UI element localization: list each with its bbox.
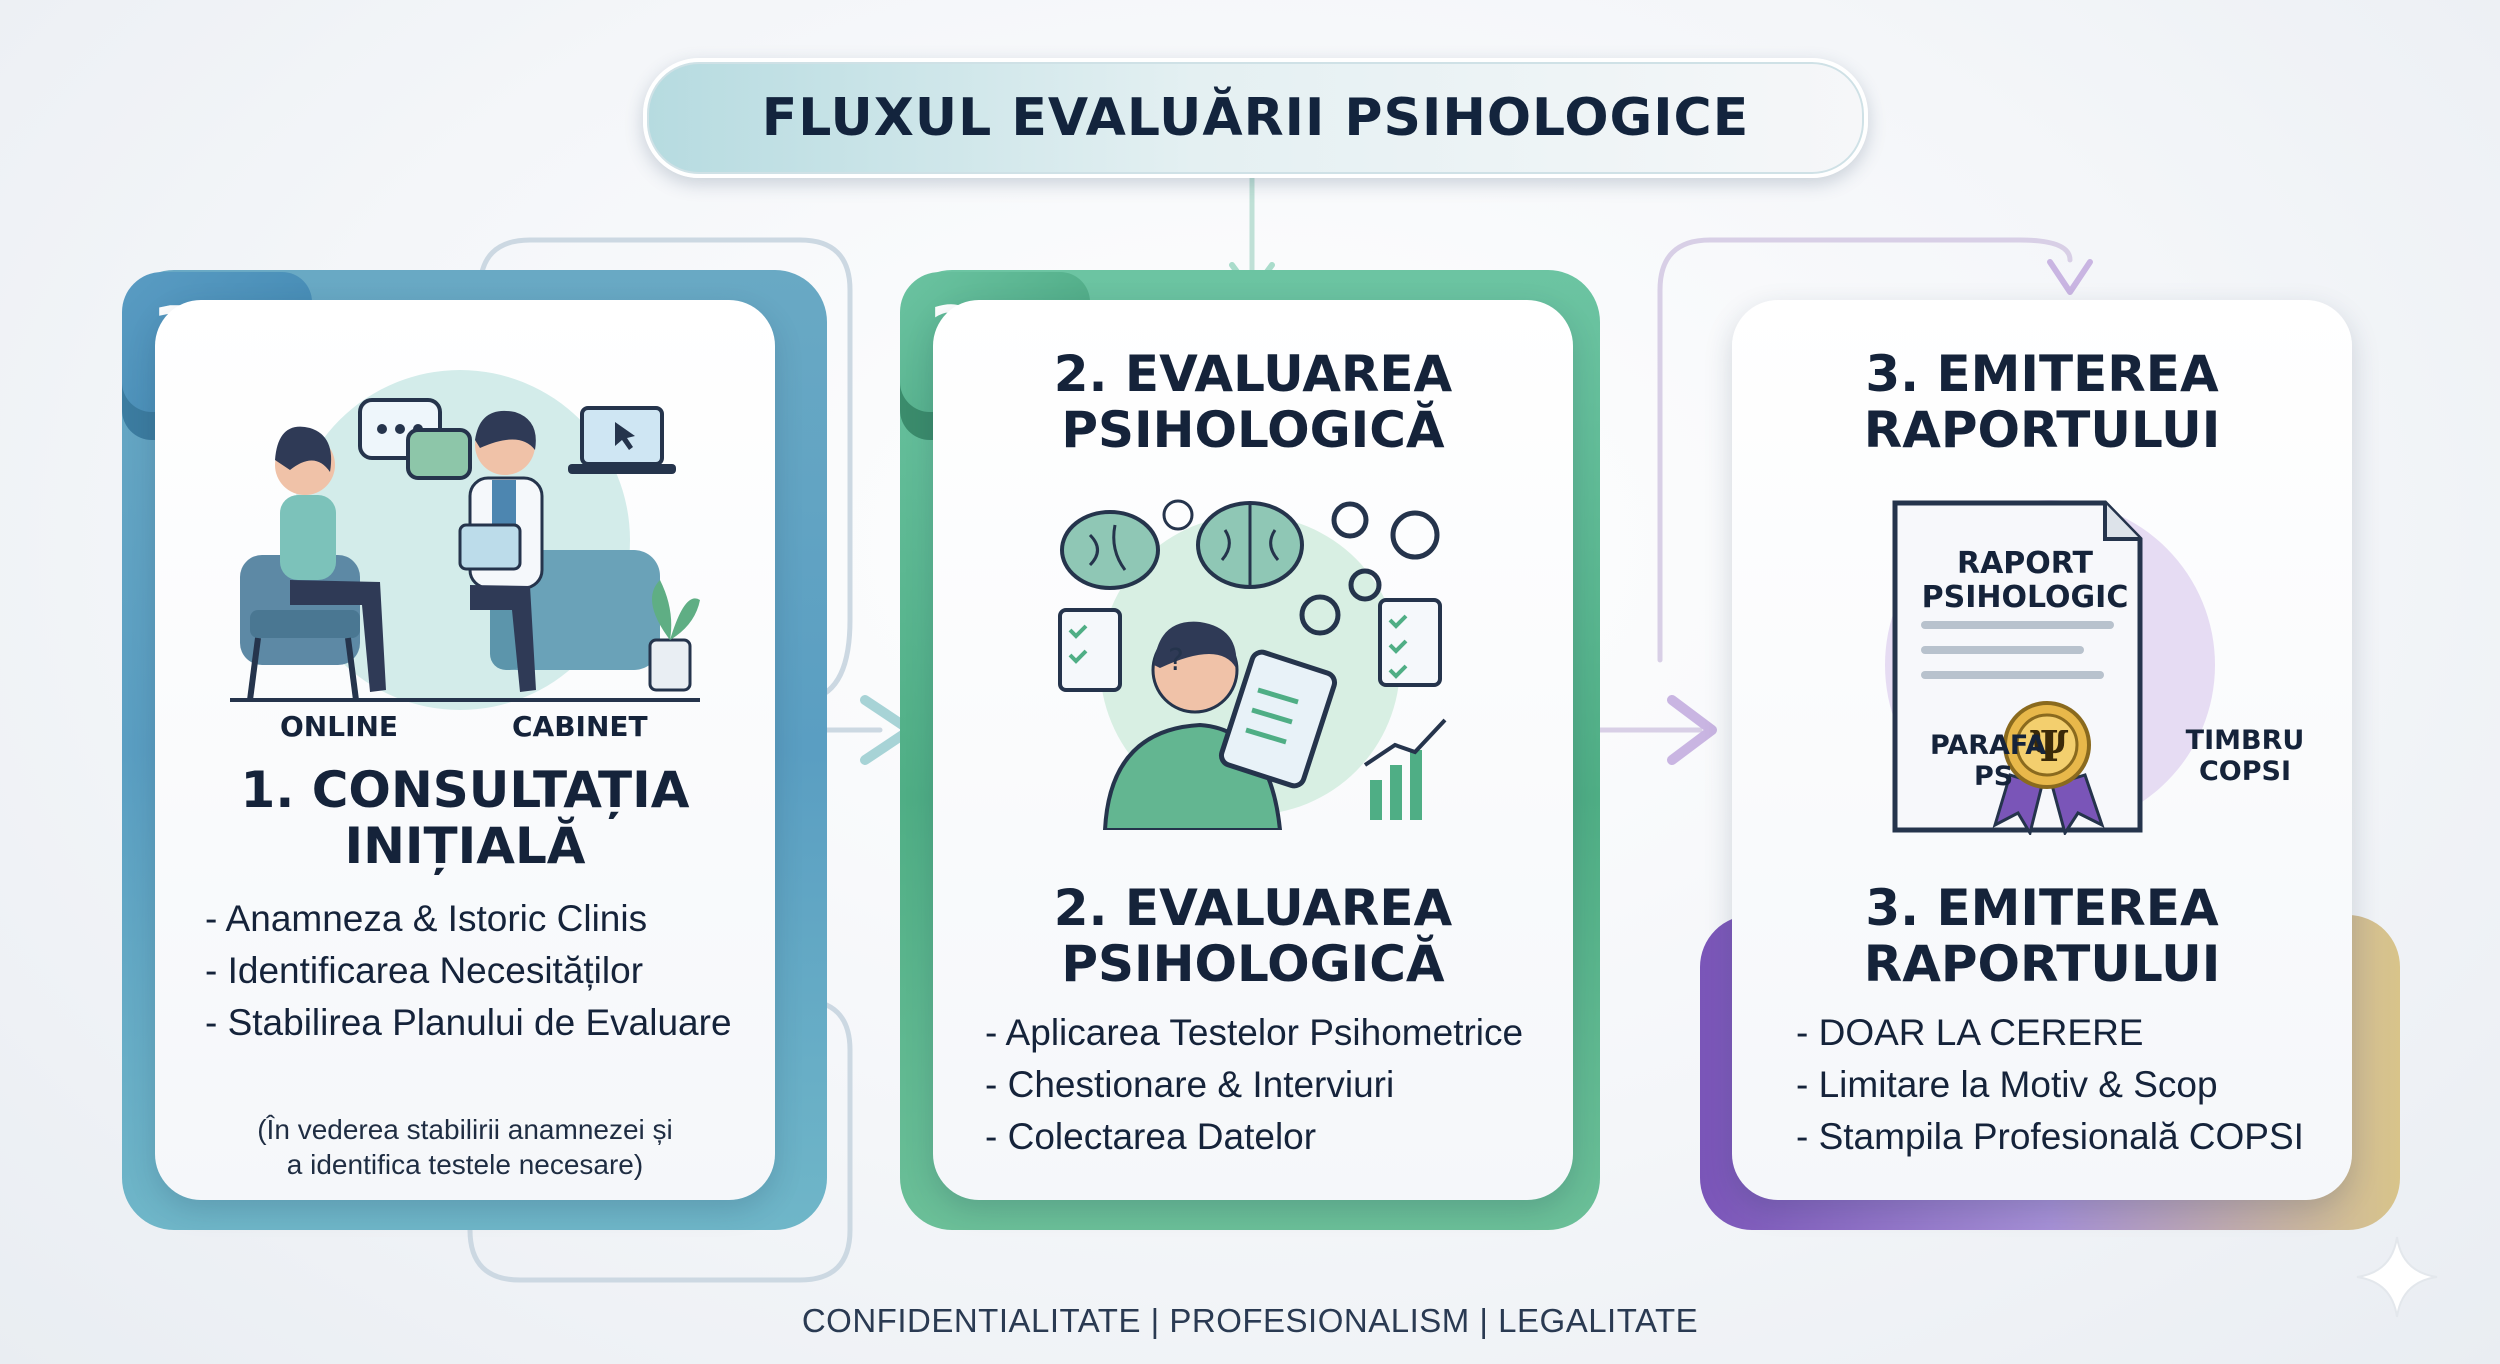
step1-note: (În vederea stabilirii anamnezei și a id… [155, 1112, 775, 1182]
report-title-line1: RAPORT [1956, 546, 2094, 581]
brain-icon [1060, 501, 1304, 590]
step1-heading-line1: 1. CONSULTAȚIA [240, 761, 690, 819]
arrow-top-into-step3 [2047, 259, 2093, 295]
step3-heading-line1: 3. EMITEREA [1865, 879, 2219, 937]
stamp-timbru-line2: COPSI [2198, 756, 2292, 788]
step1-bullet-list: - Anamneza & Istoric Clinis - Identifica… [205, 898, 732, 1054]
psychologist-figure [458, 410, 660, 692]
step3-top-heading-line1: 3. EMITEREA [1865, 345, 2219, 403]
step3-bullet-list: - DOAR LA CERERE - Limitare la Motiv & S… [1796, 1012, 2304, 1168]
person-with-tablet [1102, 621, 1338, 830]
stamp-parafa-line2: PS [1974, 761, 2014, 793]
stamp-timbru-line1: TIMBRU [2185, 725, 2305, 756]
plant-icon [648, 580, 700, 692]
step1-heading: 1. CONSULTAȚIA INIȚIALĂ [155, 762, 775, 874]
report-title-line2: PSIHOLOGIC [1921, 579, 2129, 615]
stamp-timbru-label: TIMBRU COPSI [2180, 725, 2310, 787]
step3-report-illustration [1885, 500, 2215, 835]
stamp-parafa-label: PARAFA PS [1930, 730, 2050, 792]
step1-note-line2: a identifica testele necesare) [286, 1149, 644, 1180]
sparkle-icon [2356, 1236, 2438, 1318]
list-item: - DOAR LA CERERE [1796, 1012, 2144, 1053]
list-item: - Chestionare & Interviuri [985, 1064, 1395, 1105]
svg-text:?: ? [1168, 643, 1184, 678]
step3-top-heading: 3. EMITEREA RAPORTULUI [1732, 346, 2352, 458]
list-item: - Anamneza & Istoric Clinis [205, 898, 648, 939]
list-item: - Stampila Profesională COPSI [1796, 1116, 2304, 1157]
checklist-icon [1058, 598, 1442, 692]
report-document-title: RAPORT PSIHOLOGIC [1895, 547, 2155, 614]
diagram-title: FLUXUL EVALUĂRII PSIHOLOGICE [643, 58, 1868, 178]
step1-consultation-illustration [230, 370, 700, 710]
bar-chart-icon [1363, 718, 1447, 820]
list-item: - Identificarea Necesităților [205, 950, 644, 991]
connector-loop-step1 [477, 237, 853, 703]
step3-top-heading-line2: RAPORTULUI [1863, 401, 2221, 459]
step2-top-heading: 2. EVALUAREA PSIHOLOGICĂ [933, 346, 1573, 458]
step3-heading-line2: RAPORTULUI [1863, 935, 2221, 993]
stamp-parafa-line1: PARAFA [1930, 730, 2047, 761]
step2-bullet-list: - Aplicarea Testelor Psihometrice - Ches… [985, 1012, 1523, 1168]
list-item: - Limitare la Motiv & Scop [1796, 1064, 2218, 1105]
seal-ribbon-icon [1992, 701, 2105, 835]
step1-heading-line2: INIȚIALĂ [344, 817, 586, 875]
chat-bubble-icon [358, 398, 472, 480]
laptop-icon [568, 406, 676, 474]
step2-heading-line2: PSIHOLOGICĂ [1061, 935, 1445, 993]
list-item: - Stabilirea Planului de Evaluare [205, 1002, 732, 1043]
connector-loop-step3 [1657, 237, 2073, 663]
client-figure [240, 426, 386, 701]
step3-heading: 3. EMITEREA RAPORTULUI [1732, 880, 2352, 992]
arrow-into-step3 [1667, 695, 1717, 765]
label-online: ONLINE [280, 710, 399, 743]
seal-symbol: Ψ [2030, 722, 2069, 771]
step2-top-heading-line1: 2. EVALUAREA [1053, 345, 1453, 403]
connector-bottom-step1 [467, 997, 853, 1283]
step2-assessment-illustration: ? [1058, 499, 1447, 830]
label-cabinet: CABINET [512, 710, 648, 743]
footer-values: CONFIDENTIALITATE | PROFESIONALISM | LEG… [801, 1302, 1699, 1339]
step1-note-line1: (În vederea stabilirii anamnezei și [257, 1114, 673, 1145]
step2-heading-line1: 2. EVALUAREA [1053, 879, 1453, 937]
list-item: - Aplicarea Testelor Psihometrice [985, 1012, 1524, 1053]
step2-heading: 2. EVALUAREA PSIHOLOGICĂ [933, 880, 1573, 992]
list-item: - Colectarea Datelor [985, 1116, 1317, 1157]
step2-top-heading-line2: PSIHOLOGICĂ [1061, 401, 1445, 459]
gear-icon [1299, 501, 1440, 636]
